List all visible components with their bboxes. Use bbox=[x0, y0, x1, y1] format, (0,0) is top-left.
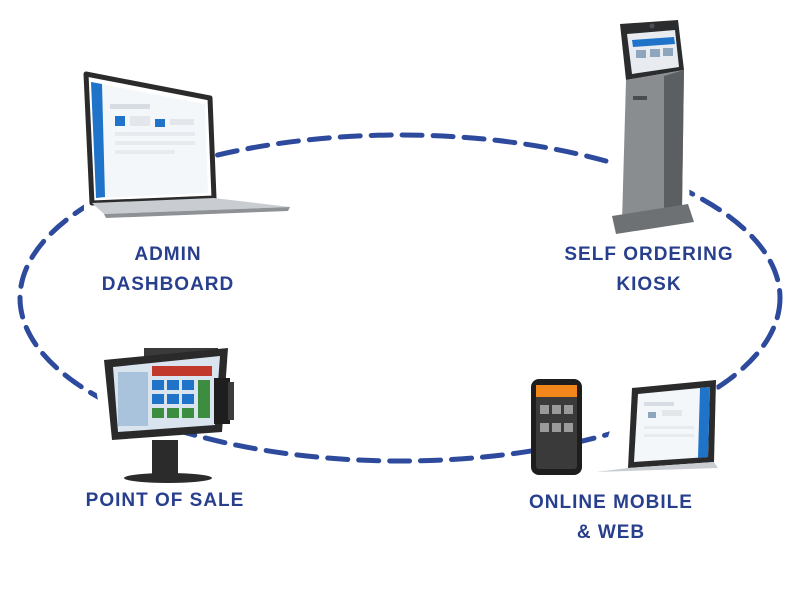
point-of-sale-label-line-1: POINT OF SALE bbox=[85, 490, 245, 511]
admin-dashboard-label-line-1: ADMIN bbox=[134, 244, 202, 265]
phone-and-laptop-icon bbox=[531, 379, 722, 476]
online-mobile-web-label: ONLINE MOBILE & WEB bbox=[506, 488, 716, 548]
admin-dashboard-label-line-2: DASHBOARD bbox=[101, 274, 235, 295]
point-of-sale-label: POINT OF SALE bbox=[60, 486, 270, 516]
online-mobile-web-label-line-2: & WEB bbox=[576, 522, 646, 543]
self-ordering-kiosk-label-line-2: KIOSK bbox=[616, 274, 682, 295]
mobile-phone-icon bbox=[531, 379, 582, 475]
laptop-icon bbox=[83, 71, 290, 218]
admin-dashboard-label: ADMIN DASHBOARD bbox=[78, 240, 258, 300]
online-mobile-web-label-line-1: ONLINE MOBILE bbox=[529, 492, 693, 513]
kiosk-icon bbox=[610, 20, 694, 234]
web-laptop-icon bbox=[596, 380, 722, 476]
pos-terminal-icon bbox=[96, 348, 234, 483]
self-ordering-kiosk-label: SELF ORDERING KIOSK bbox=[546, 240, 752, 300]
self-ordering-kiosk-label-line-1: SELF ORDERING bbox=[564, 244, 734, 265]
connection-ring bbox=[17, 132, 783, 464]
